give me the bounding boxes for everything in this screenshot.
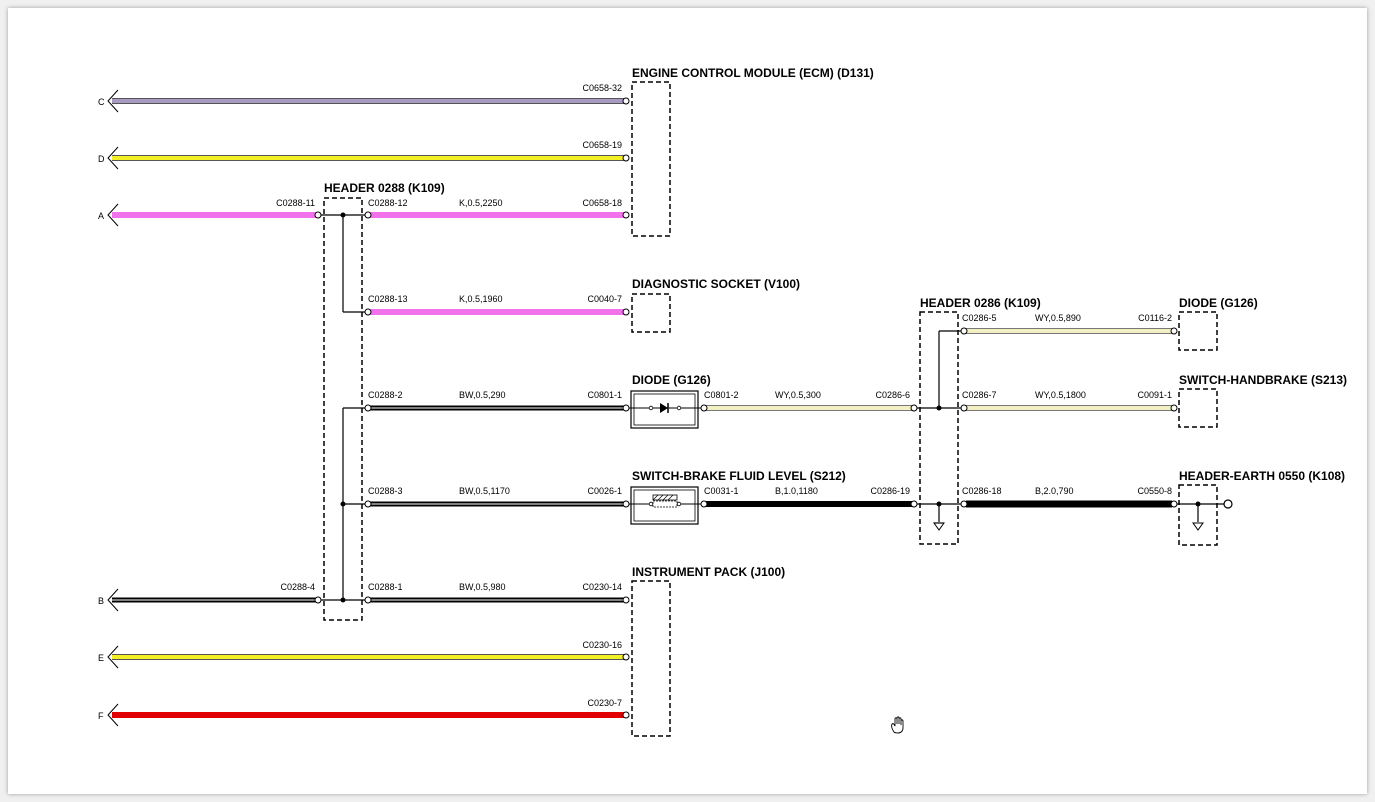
hand-cursor-icon [891,716,904,734]
pin-label: C0658-19 [582,140,622,150]
header-0288-title: HEADER 0288 (K109) [324,181,445,195]
pin-label: C0286-5 [962,313,997,323]
pin-label: C0288-2 [368,390,403,400]
wire-spec: B,2.0,790 [1035,486,1074,496]
pin-label: C0026-1 [587,486,622,496]
instrument-pack-box[interactable] [631,580,671,737]
wire-end-d: D [98,154,105,164]
wire-end-c: C [98,97,105,107]
pin-label: C0658-32 [582,83,622,93]
diode-2-box[interactable] [1178,311,1218,351]
header-0286-box[interactable] [916,311,962,545]
pin-label: C0286-7 [962,390,997,400]
wire-end-f: F [98,711,104,721]
wire-end-markers [107,89,119,727]
pin-label: C0230-16 [582,640,622,650]
pin-label: C0288-11 [276,198,315,208]
pin-label: C0230-7 [587,698,622,708]
diode-1-title: DIODE (G126) [632,373,711,387]
wire-spec: WY,0.5,300 [775,390,821,400]
pin-label: C0658-18 [582,198,622,208]
wire-spec: K,0.5,2250 [459,198,503,208]
pin-label: C0288-1 [368,582,403,592]
diode-1-box[interactable] [624,390,706,429]
instrument-pack-title: INSTRUMENT PACK (J100) [632,565,785,579]
wiring-diagram: C D A B E F ENGINE CONTROL MODULE (ECM) … [98,66,1347,737]
header-0286-title: HEADER 0286 (K109) [920,296,1041,310]
wire-spec: WY,0.5,890 [1035,313,1081,323]
pin-label: C0031-1 [704,486,739,496]
wire-spec: B,1.0,1180 [775,486,818,496]
pin-label: C0550-8 [1137,486,1172,496]
pin-label: C0116-2 [1138,313,1172,323]
wire-end-a: A [98,211,104,221]
wire-spec-labels: K,0.5,2250 K,0.5,1960 BW,0.5,290 WY,0.5,… [459,198,1086,592]
pin-label: C0801-2 [704,390,739,400]
switch-brake-fluid-box[interactable] [624,486,706,525]
pin-label: C0230-14 [582,582,622,592]
switch-handbrake-title: SWITCH-HANDBRAKE (S213) [1179,373,1347,387]
pin-terminals [314,97,1178,719]
pin-labels: C0658-32 C0658-19 C0658-18 C0288-11 C028… [276,83,1172,708]
wire-end-b: B [98,596,104,606]
diode-2-title: DIODE (G126) [1179,296,1258,310]
wire-spec: WY,0.5,1800 [1035,390,1086,400]
diagram-sheet: C D A B E F ENGINE CONTROL MODULE (ECM) … [8,8,1367,794]
switch-handbrake-box[interactable] [1178,388,1218,428]
pin-label: C0288-3 [368,486,403,496]
pin-label: C0288-4 [280,582,315,592]
diagnostic-socket-title: DIAGNOSTIC SOCKET (V100) [632,277,800,291]
ecm-title: ENGINE CONTROL MODULE (ECM) (D131) [632,66,874,80]
header-0288-box[interactable] [319,197,366,621]
header-earth-box[interactable] [1176,484,1233,546]
pin-label: C0288-13 [368,294,408,304]
switch-brake-fluid-title: SWITCH-BRAKE FLUID LEVEL (S212) [632,469,846,483]
header-earth-title: HEADER-EARTH 0550 (K108) [1179,469,1345,483]
pin-label: C0286-6 [875,390,910,400]
wire-spec: BW,0.5,1170 [459,486,510,496]
pin-label: C0286-18 [962,486,1002,496]
ecm-box[interactable] [631,81,671,237]
wire-spec: BW,0.5,980 [459,582,506,592]
wire-end-e: E [98,653,104,663]
pin-label: C0286-19 [870,486,910,496]
pin-label: C0091-1 [1137,390,1172,400]
pin-label: C0288-12 [368,198,408,208]
wire-spec: BW,0.5,290 [459,390,506,400]
diagnostic-socket-box[interactable] [631,293,671,333]
pin-label: C0801-1 [587,390,622,400]
wire-spec: K,0.5,1960 [459,294,503,304]
pin-label: C0040-7 [587,294,622,304]
